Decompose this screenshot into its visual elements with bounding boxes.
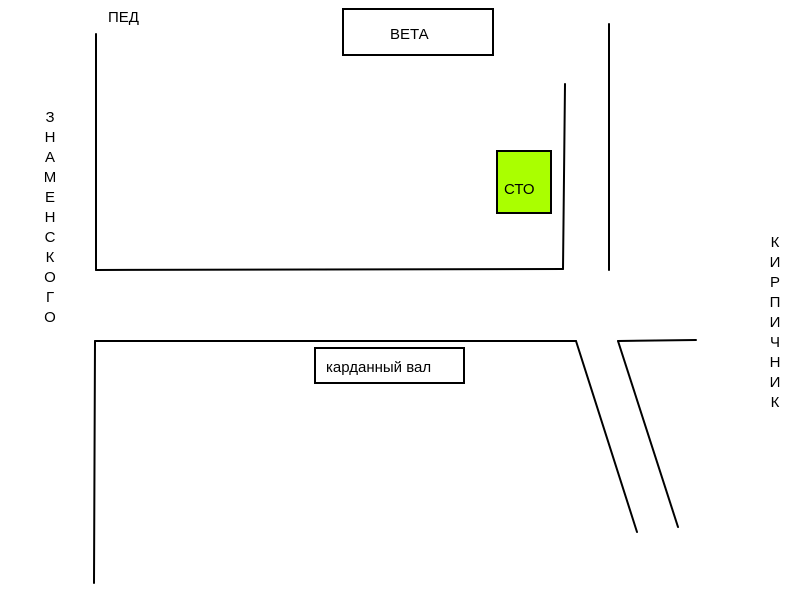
- upper-block-bottom-edge: [95, 268, 564, 271]
- kirpichnik-letter-9: К: [770, 394, 780, 411]
- kirpichnik-letter-3: Р: [769, 274, 780, 291]
- znamenskogo-letter-9: О: [44, 269, 56, 286]
- kirpichnik-letter-8: И: [769, 374, 781, 391]
- veta-label: ВЕТА: [390, 26, 429, 43]
- top-left-label: ПЕД: [108, 9, 139, 26]
- kirpichnik-letter-5: И: [769, 314, 781, 331]
- znamenskogo-letter-2: Н: [44, 129, 56, 146]
- kirpichnik-letter-7: Н: [769, 354, 781, 371]
- veta-box: ВЕТА: [342, 8, 494, 56]
- kirpichnik-letter-2: И: [769, 254, 781, 271]
- kirpichnik-letter-4: П: [769, 294, 781, 311]
- cardan-shaft-box: карданный вал: [314, 347, 465, 384]
- kirpichnik-letter-1: К: [770, 234, 780, 251]
- cardan-shaft-label: карданный вал: [326, 359, 432, 376]
- diagonal-road-right-edge: [617, 340, 679, 528]
- znamenskogo-letter-11: О: [44, 309, 56, 326]
- znamenskogo-letter-1: З: [45, 109, 55, 126]
- znamenskogo-letter-7: С: [44, 229, 56, 246]
- sto-box: СТО: [496, 150, 552, 214]
- znamenskogo-letter-6: Н: [44, 209, 56, 226]
- right-road-top-edge: [617, 339, 697, 342]
- znamenskogo-street-label: З Н А М Е Н С К О Г О: [42, 108, 58, 328]
- znamenskogo-letter-5: Е: [44, 189, 55, 206]
- znamenskogo-letter-3: А: [44, 149, 55, 166]
- sto-label: СТО: [504, 181, 535, 198]
- diagonal-road-left-edge: [575, 340, 638, 533]
- znamenskogo-letter-10: Г: [45, 289, 55, 306]
- kirpichnik-letter-6: Ч: [770, 334, 780, 351]
- kirpichnik-street-label: К И Р П И Ч Н И К: [767, 233, 783, 413]
- znamenskogo-letter-8: К: [45, 249, 55, 266]
- znamenskogo-letter-4: М: [43, 169, 57, 186]
- lower-block-left-edge: [93, 340, 96, 584]
- upper-block-right-edge: [562, 83, 566, 270]
